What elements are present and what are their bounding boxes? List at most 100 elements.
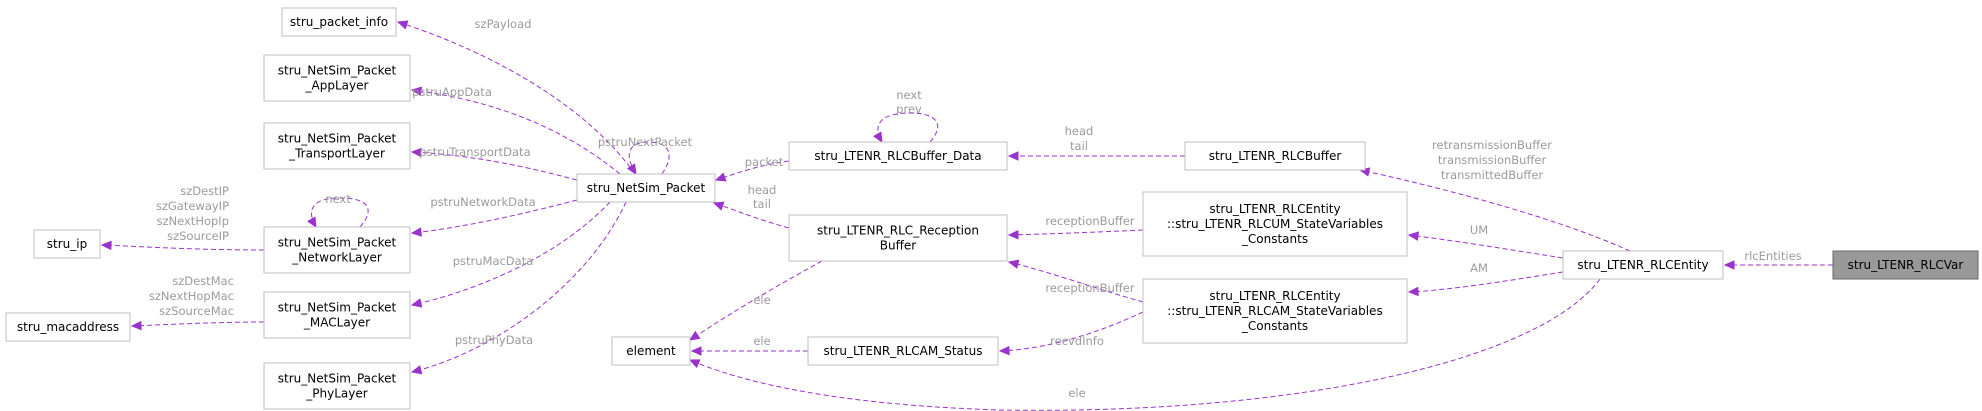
edge-label: szDestIP bbox=[180, 184, 229, 198]
edge-line bbox=[1008, 229, 1144, 236]
node-label: stru_LTENR_RLCBuffer_Data bbox=[814, 149, 981, 163]
node-rlc-var[interactable]: stru_LTENR_RLCVar bbox=[1832, 250, 1979, 280]
edge-label: ele bbox=[1068, 386, 1085, 400]
node-box bbox=[1562, 250, 1724, 280]
node-label: ::stru_LTENR_RLCUM_StateVariables bbox=[1167, 217, 1383, 231]
node-label: stru_NetSim_Packet bbox=[278, 236, 397, 250]
edge-label: pstruAppData bbox=[412, 85, 492, 99]
arrow-head-icon bbox=[410, 86, 423, 96]
node-box bbox=[263, 362, 411, 410]
edge-packet: packet bbox=[714, 155, 790, 182]
edge-label: ele bbox=[753, 293, 770, 307]
node-label: element bbox=[626, 344, 676, 358]
node-label: ::stru_LTENR_RLCAM_StateVariables bbox=[1167, 304, 1382, 318]
node-label: _PhyLayer bbox=[305, 387, 367, 401]
arrow-head-icon bbox=[998, 345, 1010, 356]
node-label: stru_NetSim_Packet bbox=[278, 372, 397, 386]
edge-label: receptionBuffer bbox=[1045, 214, 1134, 228]
edge-ele_3: ele bbox=[688, 278, 1601, 411]
arrow-head-icon bbox=[712, 201, 725, 211]
arrow-head-icon bbox=[100, 240, 112, 251]
node-element[interactable]: element bbox=[611, 336, 691, 366]
node-rlc-entity[interactable]: stru_LTENR_RLCEntity bbox=[1562, 250, 1724, 280]
node-ip[interactable]: stru_ip bbox=[33, 229, 101, 259]
arrow-head-icon bbox=[690, 346, 702, 356]
arrow-head-icon bbox=[1007, 230, 1019, 240]
node-box bbox=[263, 291, 411, 339]
arrow-head-icon bbox=[396, 20, 409, 30]
edge-label: next bbox=[325, 192, 351, 206]
node-box bbox=[788, 141, 1008, 171]
arrow-head-icon bbox=[688, 359, 701, 369]
edge-pstruTransportData: pstruTransportData bbox=[410, 145, 578, 181]
node-netsim-packet[interactable]: stru_NetSim_Packet bbox=[576, 173, 716, 203]
node-box bbox=[5, 312, 131, 342]
edge-label: szDestMac bbox=[172, 274, 234, 288]
arrow-head-icon bbox=[1723, 260, 1735, 270]
edge-line bbox=[311, 197, 369, 228]
edge-AM: AM bbox=[1407, 261, 1564, 297]
node-rlc-buffer[interactable]: stru_LTENR_RLCBuffer bbox=[1184, 141, 1366, 171]
node-transport-layer[interactable]: stru_NetSim_Packet_TransportLayer bbox=[263, 122, 411, 170]
arrow-head-icon bbox=[1407, 231, 1420, 241]
node-label: stru_LTENR_RLCEntity bbox=[1209, 289, 1340, 303]
node-label: _MACLayer bbox=[303, 316, 370, 330]
edge-label: szNextHopMac bbox=[149, 289, 234, 303]
node-box bbox=[263, 226, 411, 274]
edge-line bbox=[1359, 169, 1631, 252]
node-label: stru_packet_info bbox=[290, 15, 388, 29]
node-app-layer[interactable]: stru_NetSim_Packet_AppLayer bbox=[263, 54, 411, 102]
edge-line bbox=[397, 21, 636, 175]
node-box bbox=[576, 173, 716, 203]
edge-line bbox=[411, 201, 611, 306]
edge-line bbox=[999, 311, 1144, 352]
edge-label: szGatewayIP bbox=[156, 199, 229, 213]
edge-label: szPayload bbox=[475, 17, 532, 31]
arrow-head-icon bbox=[130, 320, 142, 331]
node-packet-info[interactable]: stru_packet_info bbox=[281, 7, 397, 37]
edge-label: pstruNetworkData bbox=[430, 195, 535, 209]
arrow-head-icon bbox=[1007, 151, 1019, 161]
edge-label: packet bbox=[745, 155, 784, 169]
node-um-state[interactable]: stru_LTENR_RLCEntity::stru_LTENR_RLCUM_S… bbox=[1142, 191, 1408, 257]
edge-label: pstruMacData bbox=[453, 254, 534, 268]
node-network-layer[interactable]: stru_NetSim_Packet_NetworkLayer bbox=[263, 226, 411, 274]
node-box bbox=[1184, 141, 1366, 171]
edge-label: szNextHopIp bbox=[157, 214, 230, 228]
edge-label: receptionBuffer bbox=[1045, 281, 1134, 295]
node-label: _NetworkLayer bbox=[291, 251, 382, 265]
node-am-state[interactable]: stru_LTENR_RLCEntity::stru_LTENR_RLCAM_S… bbox=[1142, 278, 1408, 344]
node-box bbox=[611, 336, 691, 366]
arrow-head-icon bbox=[410, 227, 422, 237]
edge-label: UM bbox=[1470, 223, 1488, 237]
edge-line bbox=[131, 321, 265, 327]
edge-pstruPhyData: pstruPhyData bbox=[410, 201, 627, 375]
edge-pstruAppData: pstruAppData bbox=[410, 85, 621, 175]
node-box bbox=[807, 336, 999, 366]
edge-line bbox=[411, 201, 627, 373]
edge-label: tail bbox=[753, 197, 771, 211]
edge-line bbox=[689, 260, 823, 341]
node-label: stru_LTENR_RLCEntity bbox=[1577, 258, 1708, 272]
node-buffer-data[interactable]: stru_LTENR_RLCBuffer_Data bbox=[788, 141, 1008, 171]
node-mac-layer[interactable]: stru_NetSim_Packet_MACLayer bbox=[263, 291, 411, 339]
edge-label: transmissionBuffer bbox=[1438, 153, 1547, 167]
edge-line bbox=[1008, 261, 1144, 303]
node-label: stru_NetSim_Packet bbox=[278, 301, 397, 315]
edge-pstruNextPacket: pstruNextPacket bbox=[598, 135, 693, 176]
edge-line bbox=[411, 89, 621, 175]
edge-line bbox=[101, 244, 265, 251]
node-label: Buffer bbox=[880, 239, 916, 253]
node-label: stru_LTENR_RLCVar bbox=[1848, 258, 1964, 272]
edge-line bbox=[689, 278, 1601, 411]
node-phy-layer[interactable]: stru_NetSim_Packet_PhyLayer bbox=[263, 362, 411, 410]
node-label: stru_NetSim_Packet bbox=[278, 64, 397, 78]
node-am-status[interactable]: stru_LTENR_RLCAM_Status bbox=[807, 336, 999, 366]
node-box bbox=[788, 214, 1008, 262]
node-macaddress[interactable]: stru_macaddress bbox=[5, 312, 131, 342]
arrow-head-icon bbox=[410, 365, 423, 375]
